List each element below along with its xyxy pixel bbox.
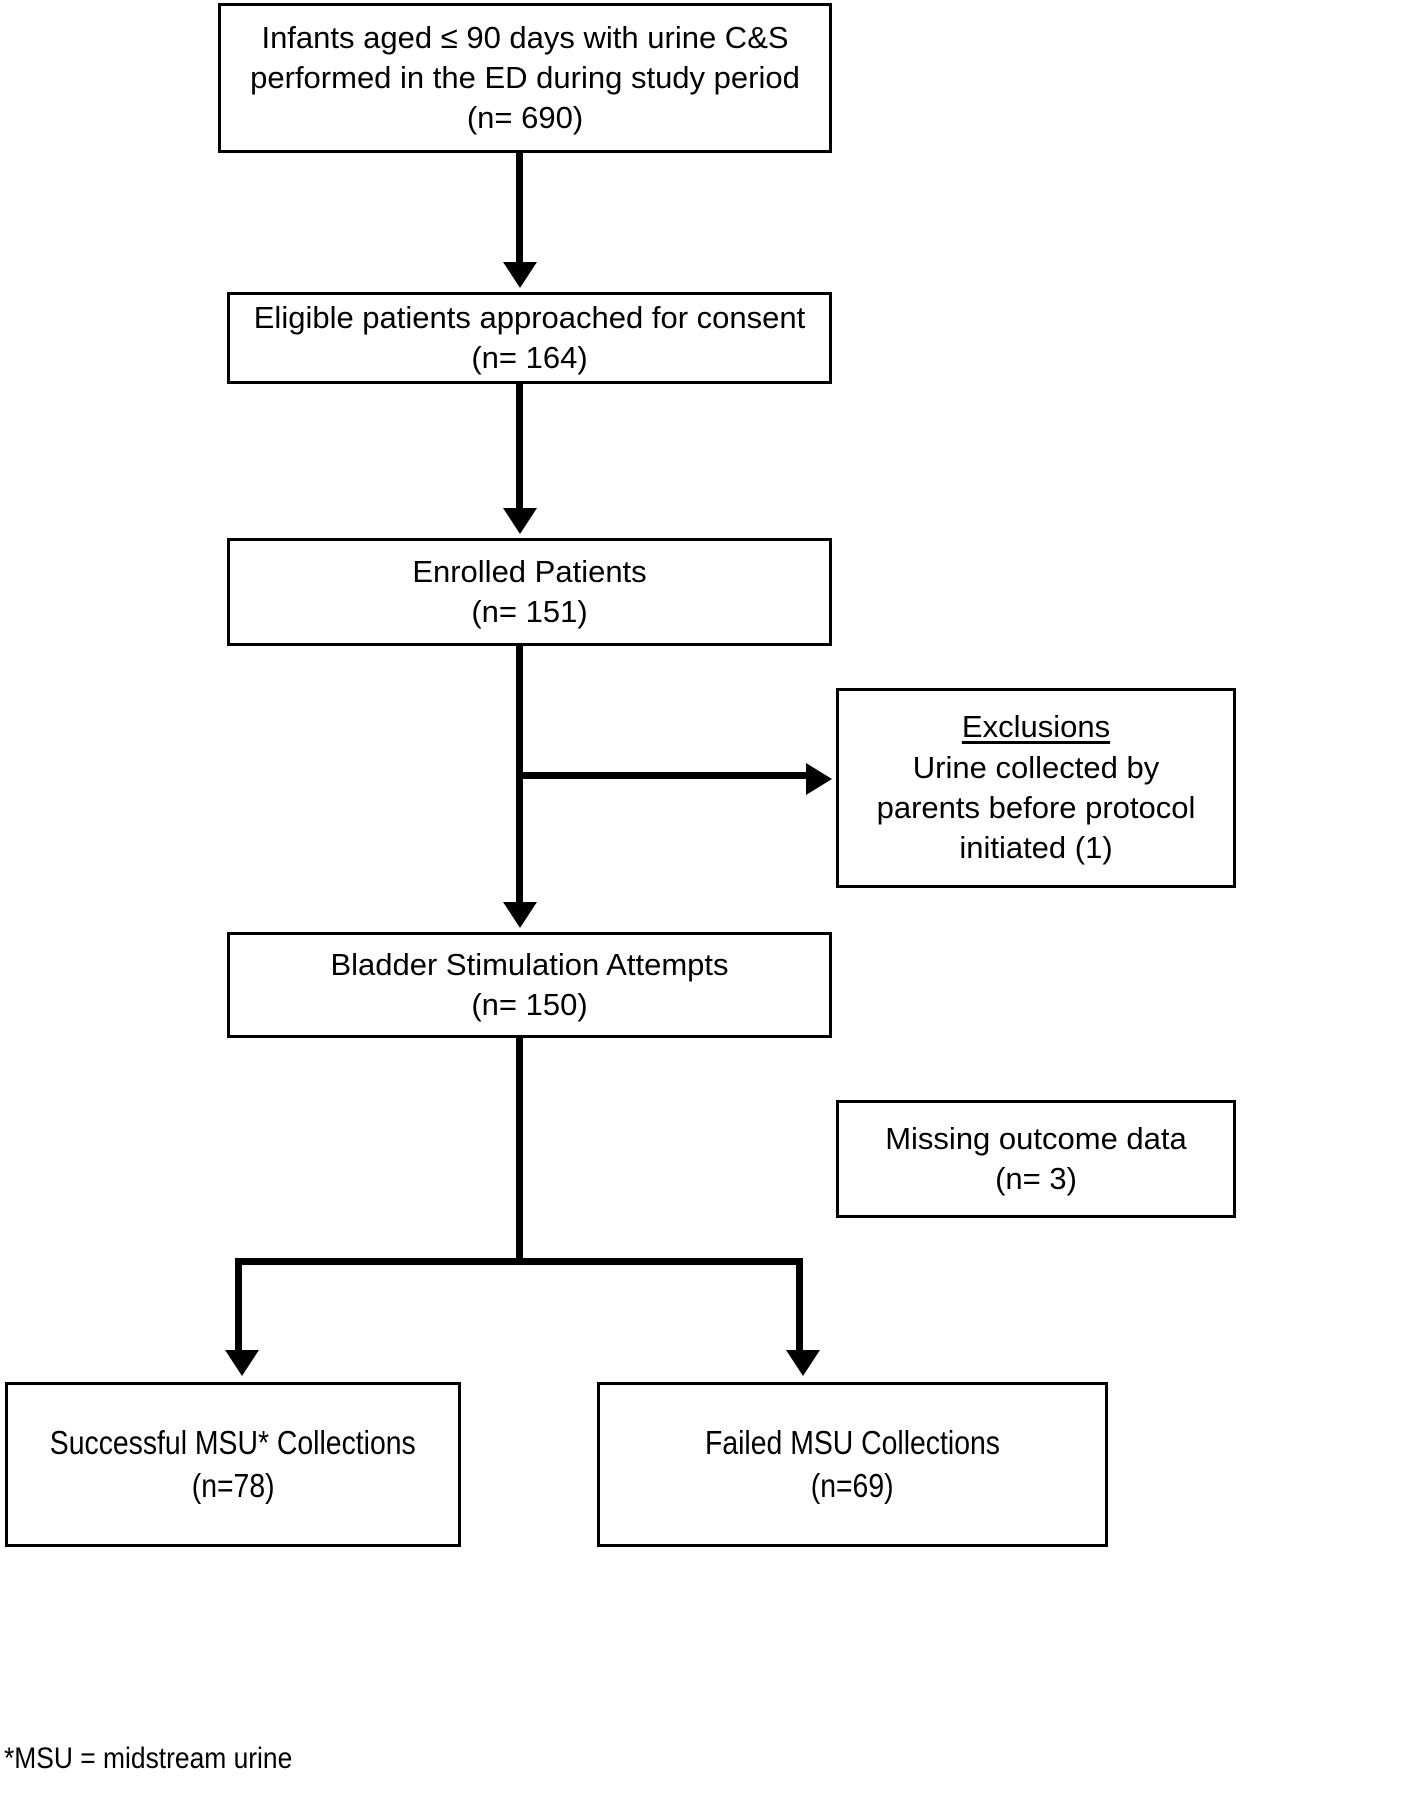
connector-split-left bbox=[235, 1258, 242, 1353]
attempts-count: (n= 150) bbox=[471, 987, 588, 1022]
arrowhead-enrolled-to-attempts bbox=[503, 902, 537, 928]
screened-box: Infants aged ≤ 90 days with urine C&S pe… bbox=[218, 3, 832, 153]
connector-screened-to-approached bbox=[516, 153, 523, 265]
missing-line-1: Missing outcome data bbox=[885, 1120, 1187, 1156]
screened-line-2: performed in the ED during study period bbox=[250, 59, 800, 95]
arrowhead-screened-to-approached bbox=[503, 262, 537, 288]
failed-count: (n=69) bbox=[811, 1466, 894, 1504]
success-count: (n=78) bbox=[191, 1466, 275, 1504]
enrolled-box: Enrolled Patients (n= 151) bbox=[227, 538, 832, 646]
connector-enrolled-to-attempts bbox=[516, 646, 523, 905]
successful-msu-box: Successful MSU* Collections (n=78) bbox=[5, 1382, 461, 1547]
connector-split-bar bbox=[235, 1258, 803, 1265]
approached-box: Eligible patients approached for consent… bbox=[227, 292, 832, 384]
connector-approached-to-enrolled bbox=[516, 384, 523, 511]
approached-count: (n= 164) bbox=[471, 340, 588, 375]
exclusions-line-1: Urine collected by bbox=[912, 749, 1160, 785]
connector-split-right bbox=[796, 1258, 803, 1353]
footnote-msu: *MSU = midstream urine bbox=[4, 1742, 332, 1776]
arrowhead-enrolled-to-exclusions bbox=[806, 763, 832, 795]
enrolled-line-1: Enrolled Patients bbox=[412, 553, 647, 589]
failed-msu-box: Failed MSU Collections (n=69) bbox=[597, 1382, 1108, 1547]
screened-count: (n= 690) bbox=[466, 100, 584, 136]
missing-outcome-box: Missing outcome data (n= 3) bbox=[836, 1100, 1236, 1218]
connector-enrolled-to-exclusions bbox=[520, 772, 808, 779]
screened-line-1: Infants aged ≤ 90 days with urine C&S bbox=[261, 19, 789, 55]
failed-line-1: Failed MSU Collections bbox=[705, 1423, 1000, 1461]
arrowhead-approached-to-enrolled bbox=[503, 508, 537, 534]
arrowhead-to-failed bbox=[786, 1350, 820, 1376]
connector-attempts-trunk bbox=[516, 1038, 523, 1263]
enrolled-count: (n= 151) bbox=[471, 594, 588, 629]
attempts-line-1: Bladder Stimulation Attempts bbox=[330, 946, 729, 982]
footnote-text: *MSU = midstream urine bbox=[4, 1742, 293, 1775]
exclusions-title: Exclusions bbox=[961, 709, 1111, 745]
approached-line-1: Eligible patients approached for consent bbox=[253, 299, 806, 335]
exclusions-box: Exclusions Urine collected by parents be… bbox=[836, 688, 1236, 888]
missing-count: (n= 3) bbox=[995, 1161, 1077, 1196]
arrowhead-to-successful bbox=[225, 1350, 259, 1376]
exclusions-count: initiated (1) bbox=[959, 830, 1113, 866]
success-line-1: Successful MSU* Collections bbox=[50, 1423, 416, 1461]
exclusions-line-2: parents before protocol bbox=[876, 790, 1196, 825]
bladder-stimulation-box: Bladder Stimulation Attempts (n= 150) bbox=[227, 932, 832, 1038]
